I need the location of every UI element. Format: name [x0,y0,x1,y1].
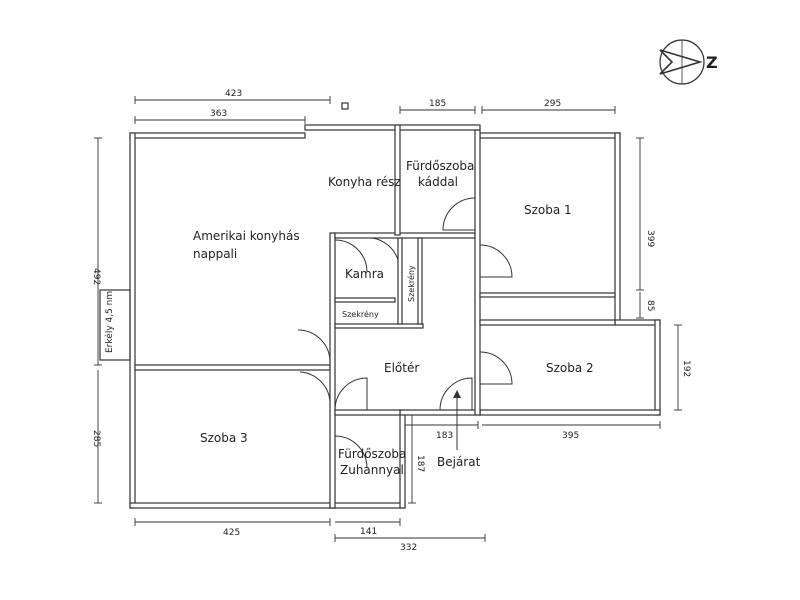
dim-332: 332 [400,543,417,553]
room-labels: Amerikai konyhás nappali Konyha rész Für… [104,159,594,477]
wardrobe-vertical-label: Szekrény [406,265,416,302]
kitchen-label: Konyha rész [328,175,401,189]
doors [297,197,513,469]
dim-395: 395 [562,431,579,441]
bathroom-1-label-2: káddal [418,175,458,189]
dim-492: 492 [91,268,101,285]
dim-85: 85 [645,300,655,311]
living-room-label: Amerikai konyhás [193,229,300,243]
room-3-label: Szoba 3 [200,431,248,445]
dimension-labels: 423 363 185 295 399 85 192 492 285 183 3… [91,89,691,553]
dim-185: 185 [429,99,446,109]
dim-363: 363 [210,109,227,119]
dim-295: 295 [544,99,561,109]
dim-425: 425 [223,528,240,538]
dim-192: 192 [681,360,691,377]
dim-187: 187 [415,455,425,472]
room-1-label: Szoba 1 [524,203,572,217]
entrance-label: Bejárat [437,455,481,469]
dimension-lines [94,96,682,542]
pantry-label: Kamra [345,267,384,281]
bathroom-1-label: Fürdőszoba [406,159,474,173]
room-2-label: Szoba 2 [546,361,594,375]
bathroom-2-label: Fürdőszoba [338,447,406,461]
walls [99,102,661,509]
living-room-label-2: nappali [193,247,237,261]
dim-423: 423 [225,89,242,99]
dim-399: 399 [645,230,655,247]
compass-label: Z [706,53,718,72]
entrance-arrow-icon [453,390,461,450]
balcony-label: Erkély 4,5 nm [104,291,115,353]
dim-285: 285 [91,430,101,447]
dim-141: 141 [360,527,377,537]
hall-label: Előtér [384,361,419,375]
dim-183: 183 [436,431,453,441]
wardrobe-horizontal-label: Szekrény [342,309,379,319]
north-compass-icon: Z [659,39,718,85]
bathroom-2-label-2: Zuhannyal [340,463,404,477]
